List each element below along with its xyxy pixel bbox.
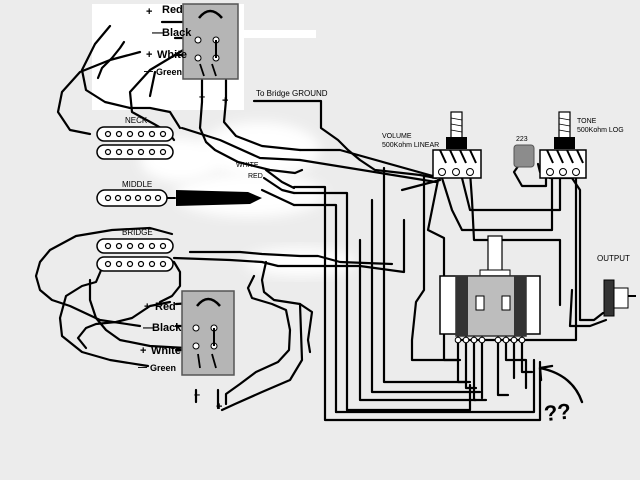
tone-title: TONE <box>577 118 597 125</box>
pole-minus-label: – <box>199 91 205 103</box>
tone-shaft-knurl <box>558 117 571 133</box>
volume-lug <box>438 168 446 176</box>
selector-terminals <box>454 336 526 344</box>
bridge-switch: + Red — Black + White — Green – + <box>138 290 235 413</box>
middle-pickup: MIDDLE WHITE RED <box>96 162 263 207</box>
plus-sign: + <box>146 49 152 61</box>
bridge-label: BRIDGE <box>122 228 153 237</box>
bridge-pickup: BRIDGE <box>96 228 174 272</box>
tone-nut <box>554 137 575 149</box>
lug-connector <box>197 353 217 369</box>
selector-cap-right <box>514 276 526 336</box>
volume-pot: VOLUME 500Kohm LINEAR <box>382 111 482 179</box>
tone-pot: TONE 500Kohm LOG <box>539 111 624 179</box>
plus-sign: + <box>144 301 150 313</box>
minus-sign: — <box>138 362 147 372</box>
tone-lug <box>559 168 567 176</box>
volume-back-stripes <box>439 149 477 164</box>
black-label: Black <box>152 322 182 334</box>
volume-spec: 500Kohm LINEAR <box>382 142 439 149</box>
pole-pieces <box>104 194 162 202</box>
red-label: Red <box>155 301 176 313</box>
volume-title: VOLUME <box>382 133 412 140</box>
tone-spec: 500Kohm LOG <box>577 127 624 134</box>
arc-symbol <box>196 297 221 307</box>
jack-body <box>613 287 629 309</box>
pole-plus-label: + <box>222 95 228 107</box>
lug <box>192 324 200 332</box>
output-label: OUTPUT <box>597 254 630 263</box>
lug-connector <box>199 63 217 77</box>
minus-sign: — <box>144 66 153 76</box>
bridge-coil-bottom <box>96 256 174 272</box>
green-label: Green <box>156 67 182 77</box>
white-label: White <box>151 345 181 357</box>
bridge-ground-label: To Bridge GROUND <box>256 89 328 98</box>
neck-pickup: NECK <box>96 116 174 160</box>
tone-lug <box>572 168 580 176</box>
pole-plus-label: + <box>216 401 222 413</box>
lug <box>192 342 200 350</box>
volume-nut <box>446 137 467 149</box>
selector-cap-left <box>456 276 468 336</box>
middle-white-label: WHITE <box>236 162 259 169</box>
tone-back-stripes <box>546 149 584 164</box>
middle-red-label: RED <box>248 173 263 180</box>
green-label: Green <box>150 363 176 373</box>
bridge-switch-body <box>181 290 235 376</box>
selector-switch <box>439 235 541 344</box>
minus-sign: — <box>143 322 154 334</box>
volume-shaft-knurl <box>450 117 463 133</box>
tone-lug <box>546 168 554 176</box>
pole-pieces <box>104 242 167 268</box>
arc-symbol <box>198 9 223 19</box>
capacitor-body <box>513 144 535 168</box>
question-marks: ?? <box>543 399 572 427</box>
lug <box>194 36 202 44</box>
neck-label: NECK <box>125 116 148 125</box>
neck-coil-bottom <box>96 144 174 160</box>
neck-coil-top <box>96 126 174 142</box>
volume-lug <box>452 168 460 176</box>
output-jack: OUTPUT <box>597 254 636 317</box>
plus-sign: + <box>146 6 152 18</box>
black-label: Black <box>162 27 192 39</box>
neck-switch: + Red — Black + White — Green – + <box>144 3 239 107</box>
annotation: ?? <box>538 364 584 427</box>
middle-cable <box>176 190 262 206</box>
capacitor: 223 <box>513 136 535 168</box>
white-label: White <box>157 49 187 61</box>
wires <box>34 20 614 422</box>
plus-sign: + <box>140 345 146 357</box>
selector-slot <box>501 295 511 311</box>
jack-sleeve <box>603 279 615 317</box>
capacitor-label: 223 <box>516 136 528 143</box>
neck-switch-body <box>182 3 239 80</box>
arrow-icon <box>538 364 584 404</box>
minus-sign: — <box>152 27 163 39</box>
bridge-coil-top <box>96 238 174 254</box>
middle-coil <box>96 189 168 207</box>
pole-minus-label: – <box>194 389 200 401</box>
volume-lug <box>466 168 474 176</box>
red-label: Red <box>162 4 183 16</box>
lug <box>194 54 202 62</box>
pole-pieces <box>104 130 167 156</box>
middle-label: MIDDLE <box>122 180 152 189</box>
selector-slot <box>475 295 485 311</box>
